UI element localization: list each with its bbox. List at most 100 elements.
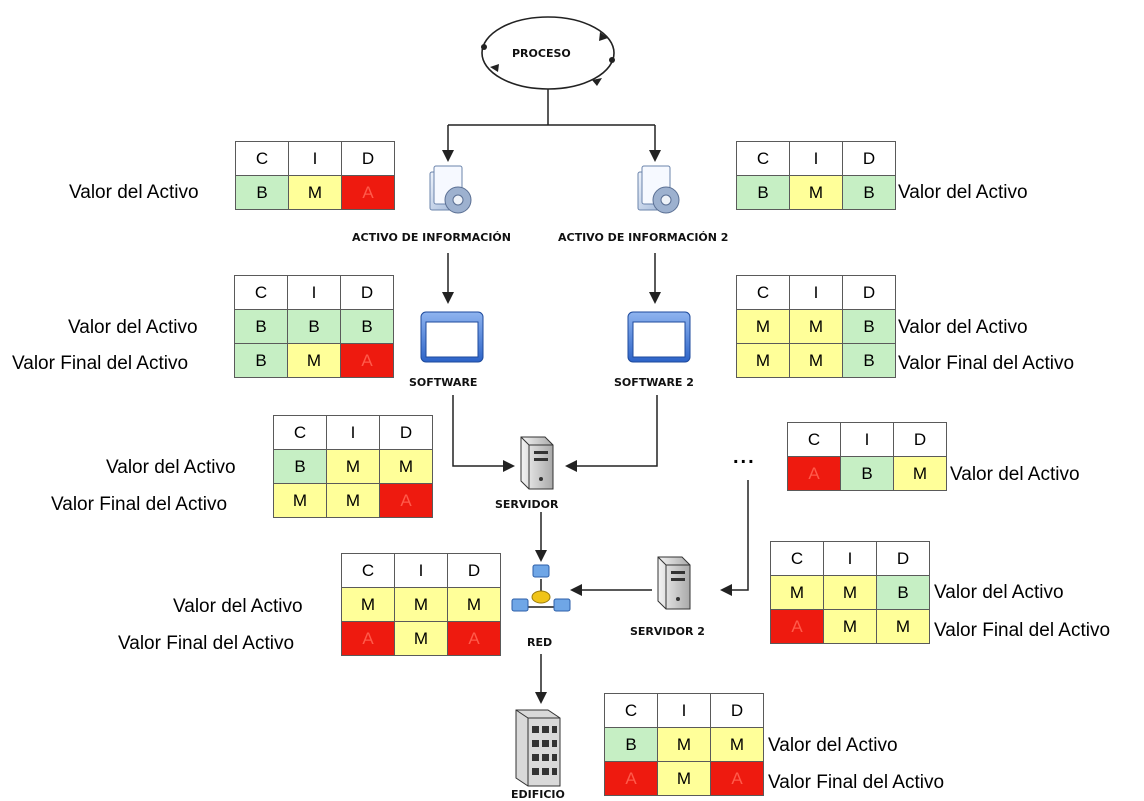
server-icon [520,436,554,490]
node-label-servidor-1: SERVIDOR [495,498,559,511]
node-label-red: RED [527,636,553,649]
header-i: I [789,275,843,310]
cell-final-c: M [736,343,790,378]
cell-valor-d: M [379,449,433,484]
cell-final-c: A [604,761,658,796]
header-c: C [234,275,288,310]
header-c: C [235,141,289,176]
cell-valor-c: B [604,727,658,762]
header-i: I [287,275,341,310]
header-i: I [288,141,342,176]
node-label-software-1: SOFTWARE [409,376,478,389]
cell-final-c: B [234,343,288,378]
cell-valor-i: M [288,175,342,210]
ellipsis-more-assets: ... [733,446,756,468]
header-c: C [273,415,327,450]
cell-valor-c: M [736,309,790,344]
row-label-valor: Valor del Activo [68,317,198,338]
cell-final-d: B [842,343,896,378]
network-icon [511,564,571,612]
cell-valor-c: B [273,449,327,484]
cell-final-i: M [823,609,877,644]
header-i: I [657,693,711,728]
header-i: I [326,415,380,450]
header-d: D [876,541,930,576]
cell-final-d: A [447,621,501,656]
cell-final-c: M [273,483,327,518]
row-label-valor: Valor del Activo [69,182,199,203]
cell-final-i: M [287,343,341,378]
cell-final-i: M [789,343,843,378]
cell-valor-c: A [787,456,841,491]
row-label-valor-final: Valor Final del Activo [934,620,1111,641]
server-icon [657,556,691,610]
application-window-icon [627,311,691,363]
cell-final-d: A [379,483,433,518]
row-label-valor: Valor del Activo [173,596,303,617]
header-c: C [770,541,824,576]
row-label-valor: Valor del Activo [934,582,1064,603]
row-label-valor: Valor del Activo [106,457,236,478]
cell-final-c: A [341,621,395,656]
header-d: D [893,422,947,457]
cell-valor-c: B [736,175,790,210]
node-label-activo-1: ACTIVO DE INFORMACIÓN [352,231,511,244]
row-label-valor-final: Valor Final del Activo [898,353,1075,374]
cell-valor-i: B [840,456,894,491]
row-label-valor-final: Valor Final del Activo [768,772,945,793]
cell-valor-c: M [770,575,824,610]
cell-valor-c: B [234,309,288,344]
document-gear-icon [637,165,680,214]
header-d: D [341,141,395,176]
cell-valor-d: B [842,175,896,210]
cell-final-i: M [657,761,711,796]
connector-paths [442,89,749,704]
header-i: I [394,553,448,588]
document-gear-icon [429,165,472,214]
header-c: C [604,693,658,728]
row-label-valor-final: Valor Final del Activo [51,494,228,515]
header-c: C [736,275,790,310]
node-label-edificio: EDIFICIO [511,788,565,801]
row-label-valor-final: Valor Final del Activo [118,633,295,654]
cell-valor-i: M [823,575,877,610]
cell-valor-d: M [447,587,501,622]
cell-valor-d: M [710,727,764,762]
header-c: C [736,141,790,176]
cell-valor-c: B [235,175,289,210]
cell-valor-d: A [341,175,395,210]
header-d: D [379,415,433,450]
cell-final-c: A [770,609,824,644]
cell-valor-i: M [789,309,843,344]
cell-valor-i: M [789,175,843,210]
cell-valor-i: B [287,309,341,344]
header-c: C [787,422,841,457]
header-d: D [710,693,764,728]
cell-final-d: A [710,761,764,796]
cell-valor-d: B [340,309,394,344]
cell-valor-d: B [876,575,930,610]
row-label-valor: Valor del Activo [950,464,1080,485]
node-label-activo-2: ACTIVO DE INFORMACIÓN 2 [558,231,729,244]
header-d: D [447,553,501,588]
cell-final-d: M [876,609,930,644]
row-label-valor: Valor del Activo [898,182,1028,203]
row-label-valor: Valor del Activo [768,735,898,756]
header-i: I [789,141,843,176]
building-icon [515,709,561,787]
header-i: I [823,541,877,576]
cell-valor-d: B [842,309,896,344]
cell-final-i: M [326,483,380,518]
cell-valor-c: M [341,587,395,622]
cell-valor-i: M [657,727,711,762]
node-label-software-2: SOFTWARE 2 [614,376,694,389]
